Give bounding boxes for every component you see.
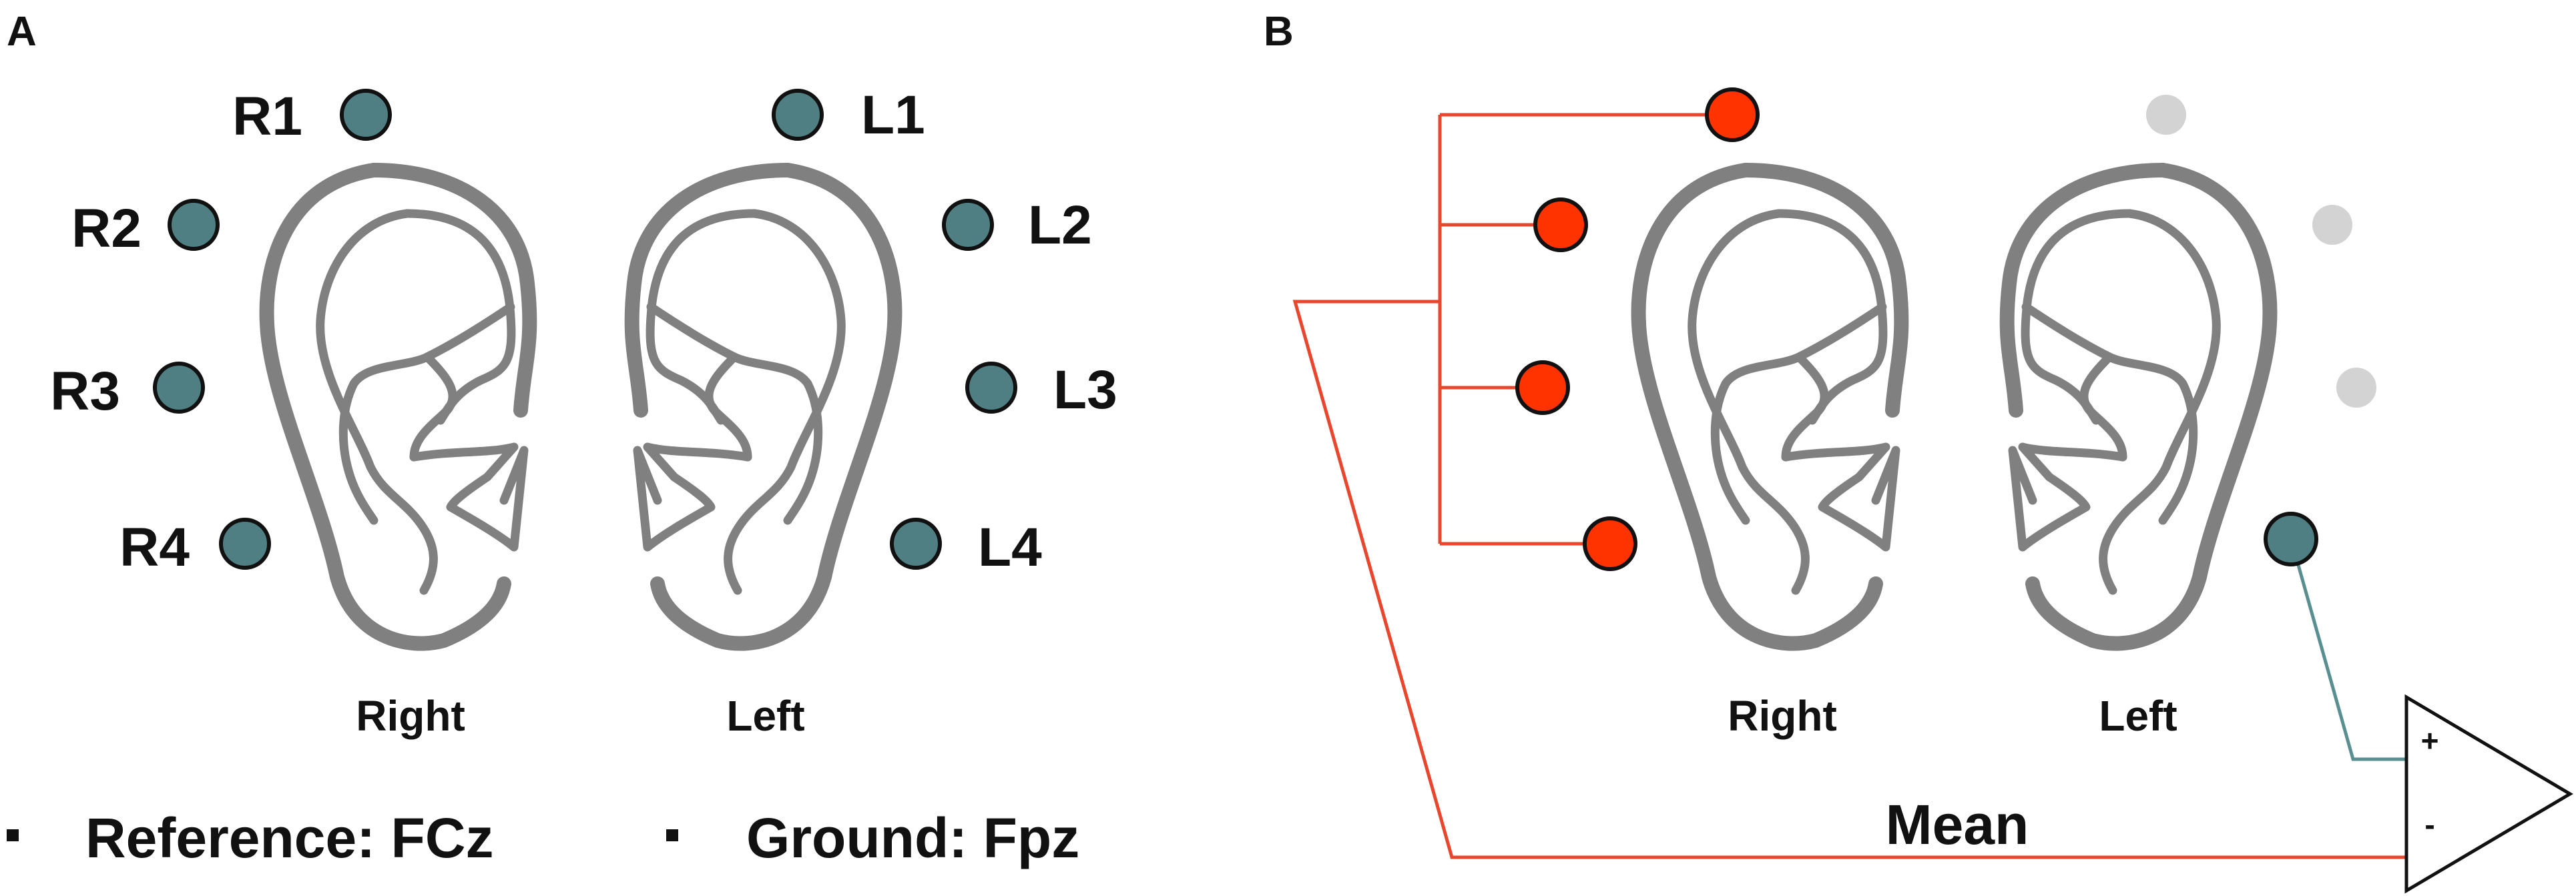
- right-ear-drawing-a: [267, 170, 530, 644]
- right-ear-caption-b: Right: [1728, 692, 1837, 740]
- panel-a-letter: A: [7, 9, 37, 55]
- label-r2: R2: [71, 198, 142, 259]
- left-ear-drawing-b: [2007, 170, 2270, 644]
- amplifier-triangle: [2404, 694, 2573, 894]
- electrode-l4: [890, 518, 942, 570]
- reference-electrode-4: [1583, 516, 1637, 571]
- right-ear-drawing-b: [1639, 170, 1902, 644]
- reference-electrodes-right: [1515, 87, 1760, 571]
- left-ear-caption-b: Left: [2099, 692, 2177, 740]
- label-r3: R3: [50, 361, 120, 422]
- label-l3: L3: [1053, 360, 1117, 420]
- notes-list: Reference: FCz Ground: Fpz: [7, 807, 1079, 869]
- left-electrode-labels-a: L1 L2 L3 L4: [861, 85, 1117, 578]
- left-ear-caption-a: Left: [726, 692, 804, 740]
- right-ear-caption-a: Right: [356, 692, 465, 740]
- bullet-square: [666, 829, 678, 841]
- panel-a: A R1 R2 R3 R4 L1 L2 L3 L4 Right Le: [7, 9, 1117, 869]
- right-electrodes-a: [153, 89, 392, 570]
- label-r4: R4: [119, 517, 190, 578]
- right-electrode-labels-a: R1 R2 R3 R4: [50, 86, 302, 578]
- reference-electrode-2: [1533, 197, 1588, 252]
- electrode-l1: [772, 89, 824, 141]
- electrode-r1: [340, 89, 392, 141]
- panel-b-letter: B: [1264, 9, 1294, 55]
- label-l2: L2: [1028, 195, 1092, 256]
- note-reference: Reference: FCz: [85, 807, 494, 869]
- amplifier-plus-sign: +: [2421, 723, 2439, 758]
- unused-electrode-3: [2336, 368, 2376, 408]
- electrode-l2: [942, 199, 994, 251]
- amplifier-minus-sign: -: [2424, 807, 2434, 842]
- unused-electrode-2: [2312, 205, 2352, 245]
- unused-electrodes-left: [2146, 95, 2376, 408]
- electrode-r4: [219, 518, 271, 570]
- label-l4: L4: [978, 517, 1042, 578]
- label-r1: R1: [232, 86, 302, 147]
- active-electrode: [2264, 512, 2318, 566]
- active-wire: [2289, 538, 2406, 761]
- label-l1: L1: [861, 85, 925, 145]
- panel-b: B Right Left Mean: [1264, 9, 2573, 894]
- mean-label: Mean: [1886, 793, 2029, 856]
- differential-amplifier: + -: [2404, 694, 2573, 894]
- bullet-square: [7, 829, 19, 841]
- electrode-l3: [965, 362, 1017, 414]
- mean-wire: [1292, 300, 2406, 859]
- left-electrodes-a: [772, 89, 1017, 570]
- electrode-r2: [168, 199, 220, 251]
- left-ear-drawing-a: [632, 170, 895, 644]
- note-ground: Ground: Fpz: [746, 807, 1079, 869]
- electrode-r3: [153, 362, 205, 414]
- unused-electrode-1: [2146, 95, 2186, 135]
- reference-wires: [1292, 113, 2406, 859]
- reference-electrode-1: [1705, 87, 1760, 142]
- reference-electrode-3: [1515, 360, 1570, 415]
